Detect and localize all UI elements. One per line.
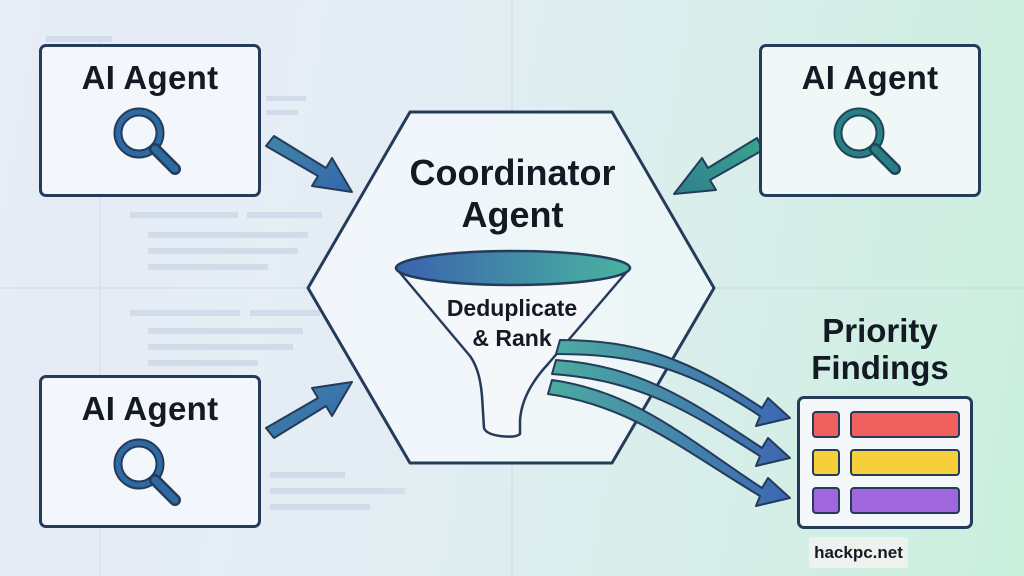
flow-arrow-1 — [555, 339, 791, 427]
finding-bar — [850, 487, 960, 514]
output-flow-arrows — [547, 339, 791, 507]
finding-bar — [850, 449, 960, 476]
funnel-rim — [394, 249, 632, 287]
findings-title-line1: Priority — [822, 312, 938, 349]
flow-arrow-2 — [551, 359, 791, 467]
flow-arrow-3 — [547, 379, 791, 507]
finding-marker — [812, 487, 840, 514]
background-text-bars — [46, 36, 405, 510]
magnifier-icon — [833, 107, 901, 175]
finding-bar — [850, 411, 960, 438]
agent-box-top-right: AI Agent — [759, 44, 981, 197]
coordinator-title-line1: Coordinator — [409, 152, 616, 193]
finding-marker — [812, 411, 840, 438]
agent-title: AI Agent — [81, 390, 219, 427]
coordinator-title: Coordinator Agent — [340, 152, 685, 236]
funnel-label-line2: & Rank — [472, 325, 552, 351]
coordinator-title-line2: Agent — [461, 194, 564, 235]
arrow-top-right — [673, 137, 764, 195]
findings-title-line2: Findings — [811, 349, 949, 386]
magnifier-icon — [113, 438, 181, 506]
agent-title: AI Agent — [81, 59, 219, 96]
funnel-label: Deduplicate & Rank — [400, 293, 624, 353]
finding-marker — [812, 449, 840, 476]
findings-title: Priority Findings — [790, 312, 970, 386]
watermark-label: hackpc.net — [809, 537, 908, 568]
findings-list — [797, 396, 973, 529]
magnifier-icon — [113, 107, 181, 175]
agent-title: AI Agent — [801, 59, 939, 96]
arrow-bottom-left — [265, 381, 353, 439]
agent-box-bottom-left: AI Agent — [39, 375, 261, 528]
agent-box-top-left: AI Agent — [39, 44, 261, 197]
funnel-label-line1: Deduplicate — [446, 295, 578, 321]
arrow-top-left — [265, 135, 353, 193]
